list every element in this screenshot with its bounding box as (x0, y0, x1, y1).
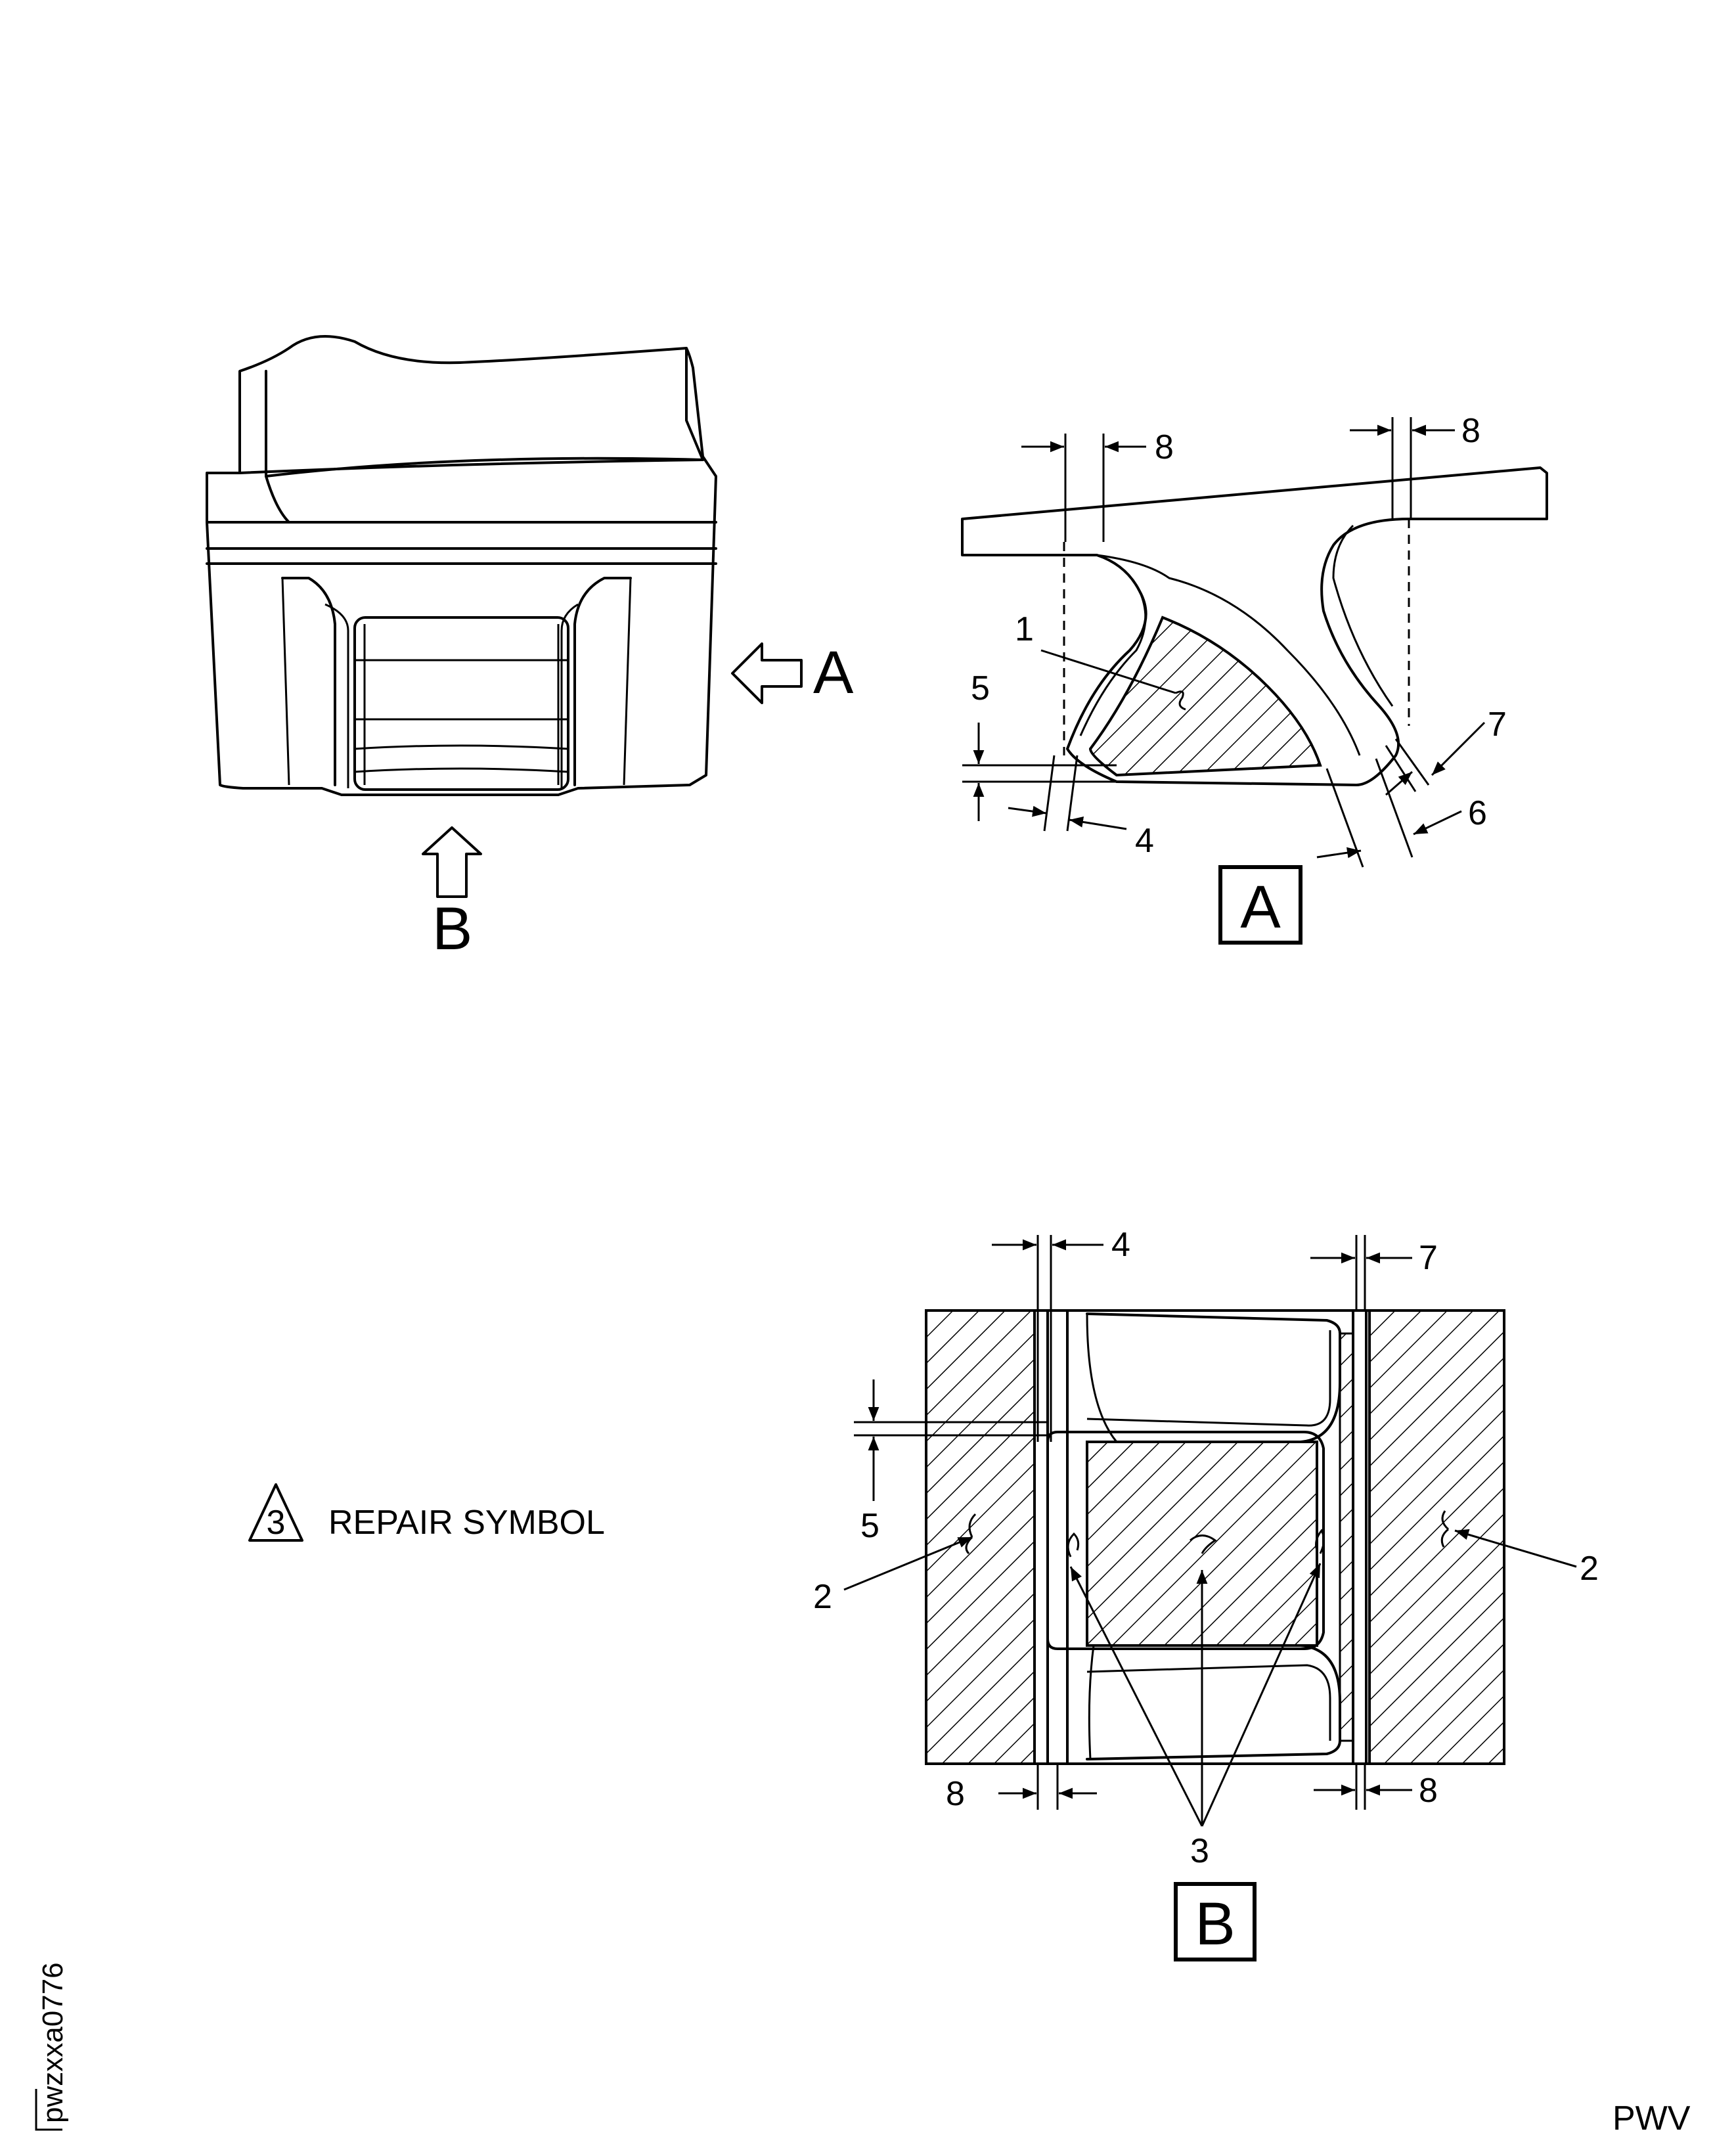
callout-a-7: 7 (1488, 705, 1507, 744)
callout-a-8-right: 8 (1461, 412, 1480, 450)
callout-a-8-left: 8 (1155, 428, 1174, 466)
section-a-dimensions (962, 417, 1486, 868)
repair-symbol-number: 3 (267, 1504, 286, 1542)
view-arrow-a-label: A (813, 639, 854, 706)
view-arrow-b: B (422, 826, 482, 962)
repair-triangle-icon (248, 1483, 303, 1542)
callout-b-8-left: 8 (946, 1775, 965, 1813)
section-b-label: B (1195, 1891, 1235, 1958)
footer-code: PWV (1613, 2099, 1691, 2138)
callout-b-2-left: 2 (813, 1578, 832, 1616)
callout-b-5: 5 (860, 1507, 879, 1545)
section-b-label-box: B (1174, 1882, 1257, 1961)
callout-b-3: 3 (1190, 1832, 1209, 1870)
section-a-label: A (1240, 874, 1281, 941)
component-view (206, 335, 717, 796)
section-a-drawing (961, 466, 1548, 786)
callout-a-5: 5 (971, 669, 990, 707)
repair-symbol-text: REPAIR SYMBOL (328, 1504, 605, 1542)
callout-a-1: 1 (1015, 610, 1034, 648)
section-a-label-box: A (1218, 865, 1302, 945)
view-arrow-a: A (731, 639, 854, 706)
figure-id: pwzxxa0776 (37, 1962, 69, 2123)
repair-symbol-legend: 3 REPAIR SYMBOL (248, 1483, 605, 1542)
callout-a-6: 6 (1468, 794, 1487, 832)
section-b-dimensions (843, 1235, 1577, 1827)
callout-b-4: 4 (1111, 1226, 1130, 1264)
view-arrow-b-label: B (432, 895, 472, 962)
figure-id-block: pwzxxa0776 (35, 1962, 69, 2131)
callout-b-2-right: 2 (1580, 1550, 1599, 1588)
callout-a-4: 4 (1135, 822, 1154, 860)
callout-b-7: 7 (1419, 1239, 1438, 1277)
section-b-drawing (925, 1309, 1505, 1765)
callout-b-8-right: 8 (1419, 1772, 1438, 1810)
